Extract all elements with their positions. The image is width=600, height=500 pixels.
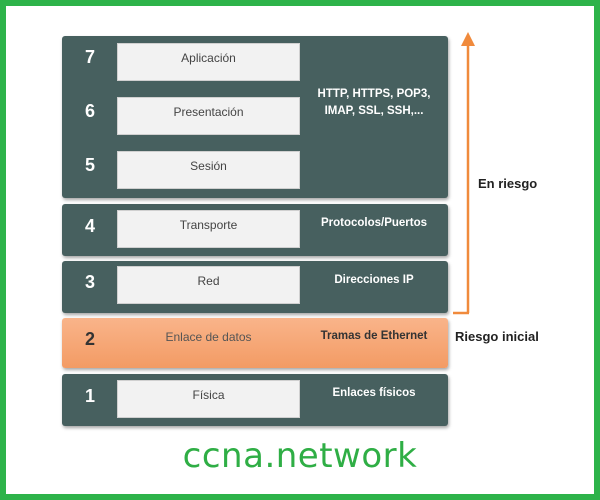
- datalink-label: Tramas de Ethernet: [320, 330, 428, 342]
- brand-watermark: ccna.network: [182, 436, 418, 476]
- layer-6-box: Presentación: [117, 97, 300, 135]
- band-datalink: [62, 318, 448, 368]
- protocols-line-1: HTTP, HTTPS, POP3,: [317, 88, 431, 100]
- risk-label: En riesgo: [478, 176, 538, 191]
- layer-1-number: 1: [84, 386, 95, 406]
- layer-2-box: Enlace de datos: [165, 330, 252, 344]
- layer-4-box: Transporte: [117, 210, 300, 248]
- transport-label: Protocolos/Puertos: [320, 217, 428, 229]
- layer-7-box: Aplicación: [117, 43, 300, 81]
- layer-5-box: Sesión: [117, 151, 300, 189]
- layer-5-number: 5: [84, 155, 95, 175]
- initial-risk-label: Riesgo inicial: [455, 329, 539, 344]
- layer-3-number: 3: [84, 272, 95, 292]
- layer-4-number: 4: [84, 216, 95, 236]
- layer-7-number: 7: [84, 47, 95, 67]
- physical-label: Enlaces físicos: [332, 387, 416, 399]
- protocols-line-2: IMAP, SSL, SSH,...: [324, 105, 424, 117]
- arrow-head: [461, 32, 475, 46]
- layer-6-number: 6: [84, 101, 95, 121]
- risk-arrow-icon: [453, 32, 475, 315]
- network-label: Direcciones IP: [334, 274, 414, 286]
- layer-3-box: Red: [117, 266, 300, 304]
- layer-1-box: Física: [117, 380, 300, 418]
- layer-2-number: 2: [84, 329, 95, 349]
- upper-layers-protocols-label: HTTP, HTTPS, POP3, IMAP, SSL, SSH,...: [305, 86, 443, 120]
